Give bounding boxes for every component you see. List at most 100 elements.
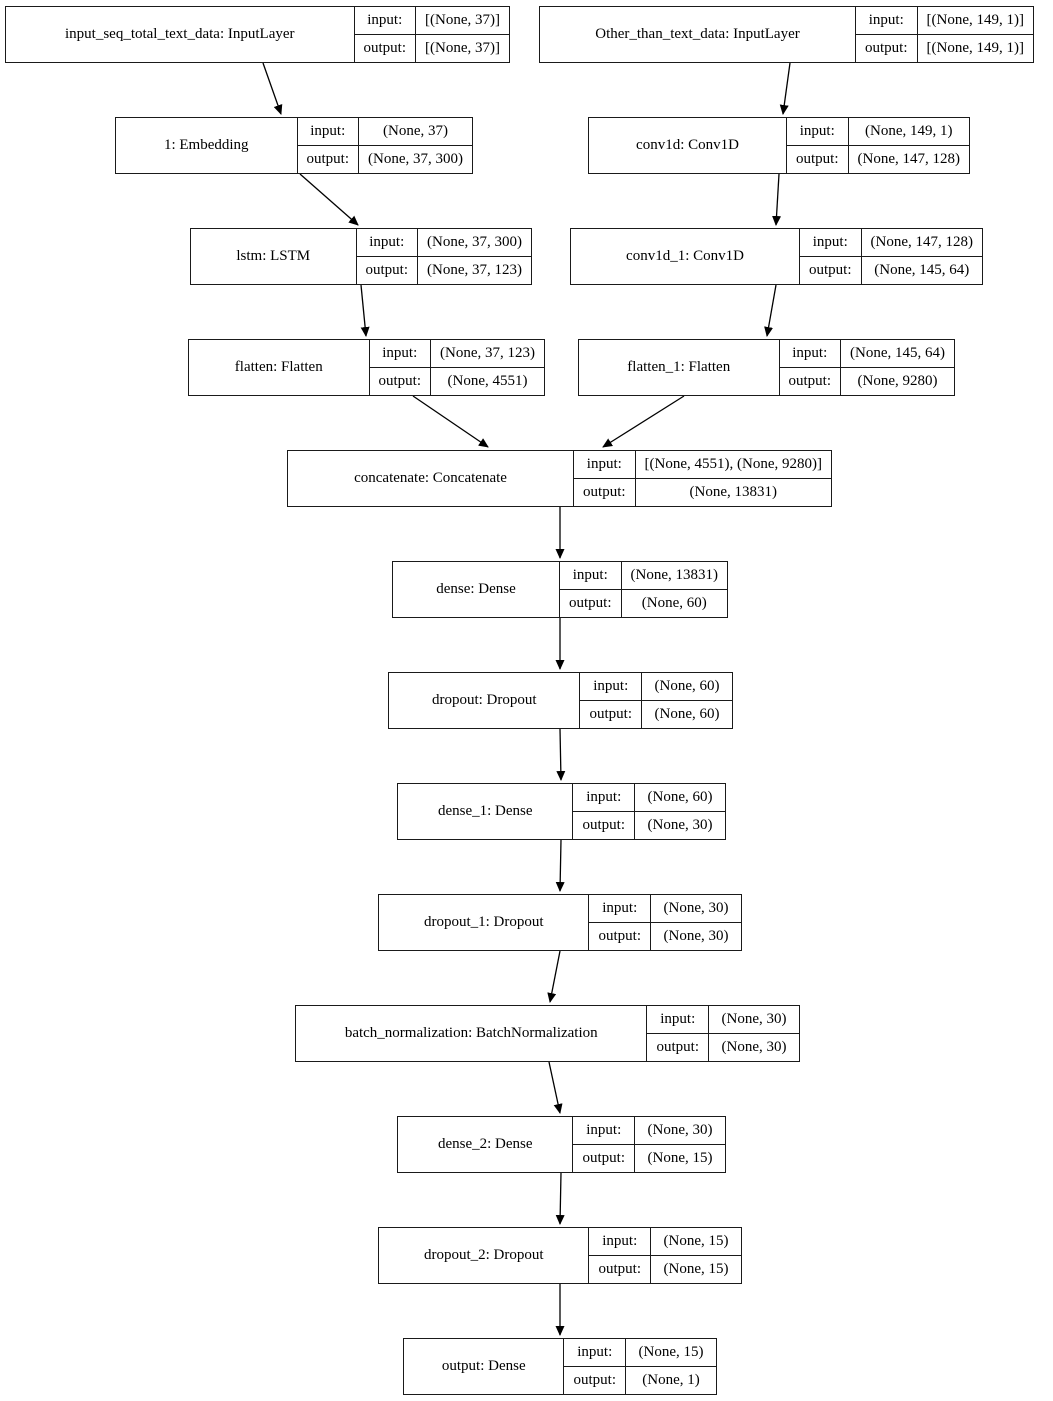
io-shape-column: (None, 15) (None, 15) — [651, 1228, 741, 1283]
input-shape: (None, 147, 128) — [861, 229, 982, 257]
edge-dense_2-to-dropout_2-arrow — [555, 1172, 565, 1225]
io-shape-column: [(None, 4551), (None, 9280)] (None, 1383… — [635, 451, 831, 506]
io-label-column: input: output: — [574, 451, 636, 506]
io-shape-column: [(None, 37)] [(None, 37)] — [416, 7, 509, 62]
output-label: output: — [583, 484, 626, 500]
io-shape-column: (None, 149, 1) (None, 147, 128) — [848, 118, 969, 173]
output-label: output: — [582, 1150, 625, 1166]
layer-label: flatten: Flatten — [189, 340, 370, 395]
input-shape: (None, 37, 300) — [418, 229, 531, 257]
layer-node-Other_than_text_data: Other_than_text_data: InputLayer input: … — [539, 6, 1034, 63]
output-label: output: — [363, 40, 407, 56]
layer-node-conv1d: conv1d: Conv1D input: output: (None, 149… — [588, 117, 970, 174]
layer-node-batch_normalization: batch_normalization: BatchNormalization … — [295, 1005, 800, 1062]
edge-batch_normalization-to-dense_2-arrow — [548, 1061, 563, 1114]
output-shape: [(None, 149, 1)] — [926, 40, 1024, 56]
io-shape-column: (None, 30) (None, 30) — [709, 1006, 799, 1061]
io-label-column: input: output: — [589, 1228, 651, 1283]
io-shape-column: (None, 37, 123) (None, 4551) — [431, 340, 544, 395]
layer-label: 1: Embedding — [116, 118, 298, 173]
layer-node-flatten_1: flatten_1: Flatten input: output: (None,… — [578, 339, 955, 396]
edge-flatten_1-to-concatenate-arrow — [602, 395, 685, 448]
input-label: input: — [800, 229, 861, 257]
input-label: input: — [856, 7, 917, 35]
edge-lstm-to-flatten-arrow — [360, 284, 370, 337]
output-shape: (None, 30) — [647, 817, 713, 833]
output-shape: (None, 1) — [642, 1372, 700, 1388]
input-label: input: — [647, 1006, 708, 1034]
output-shape: (None, 147, 128) — [857, 151, 960, 167]
layer-node-dropout_1: dropout_1: Dropout input: output: (None,… — [378, 894, 742, 951]
layer-label: conv1d: Conv1D — [589, 118, 787, 173]
io-label-column: input: output: — [573, 784, 635, 839]
input-shape: (None, 149, 1) — [848, 118, 969, 146]
input-shape: [(None, 149, 1)] — [917, 7, 1033, 35]
input-shape: (None, 60) — [635, 784, 725, 812]
io-shape-column: (None, 60) (None, 60) — [642, 673, 732, 728]
input-label: input: — [573, 784, 634, 812]
output-shape: (None, 30) — [663, 928, 729, 944]
edge-embedding-to-lstm-arrow — [299, 173, 359, 226]
layer-node-dense: dense: Dense input: output: (None, 13831… — [392, 561, 728, 618]
input-label: input: — [356, 229, 418, 257]
layer-label: flatten_1: Flatten — [579, 340, 780, 395]
io-label-column: input: output: — [856, 7, 918, 62]
layer-label: dense: Dense — [393, 562, 560, 617]
input-label: input: — [779, 340, 841, 368]
input-shape: (None, 15) — [651, 1228, 741, 1256]
output-label: output: — [796, 151, 839, 167]
io-shape-column: (None, 37, 300) (None, 37, 123) — [418, 229, 531, 284]
io-shape-column: (None, 60) (None, 30) — [635, 784, 725, 839]
io-label-column: input: output: — [589, 895, 651, 950]
layer-node-conv1d_1: conv1d_1: Conv1D input: output: (None, 1… — [570, 228, 983, 285]
input-shape: (None, 37, 123) — [431, 340, 544, 368]
output-label: output: — [569, 595, 612, 611]
layer-label: output: Dense — [404, 1339, 565, 1394]
io-shape-column: (None, 30) (None, 30) — [651, 895, 741, 950]
io-shape-column: (None, 37) (None, 37, 300) — [359, 118, 472, 173]
input-shape: (None, 30) — [651, 895, 741, 923]
layer-label: dense_2: Dense — [398, 1117, 574, 1172]
input-label: input: — [589, 895, 650, 923]
io-shape-column: [(None, 149, 1)] [(None, 149, 1)] — [917, 7, 1033, 62]
layer-node-dropout: dropout: Dropout input: output: (None, 6… — [388, 672, 733, 729]
io-label-column: input: output: — [356, 229, 419, 284]
io-shape-column: (None, 147, 128) (None, 145, 64) — [861, 229, 982, 284]
layer-node-concatenate: concatenate: Concatenate input: output: … — [287, 450, 832, 507]
layer-label: dense_1: Dense — [398, 784, 574, 839]
edge-dropout_1-to-batch_normalization-arrow — [547, 950, 561, 1003]
edge-other_than-to-conv1d-arrow — [779, 62, 791, 115]
output-label: output: — [865, 40, 908, 56]
output-label: output: — [656, 1039, 699, 1055]
output-shape: (None, 37, 123) — [427, 262, 522, 278]
output-shape: (None, 15) — [663, 1261, 729, 1277]
edge-dropout-to-dense_1-arrow — [556, 728, 566, 781]
io-label-column: input: output: — [297, 118, 360, 173]
output-label: output: — [589, 706, 632, 722]
edge-flatten-to-concatenate-arrow — [412, 395, 489, 448]
input-shape: (None, 145, 64) — [841, 340, 954, 368]
io-label-column: input: output: — [564, 1339, 626, 1394]
output-label: output: — [378, 373, 422, 389]
io-shape-column: (None, 30) (None, 15) — [635, 1117, 725, 1172]
input-label: input: — [573, 1117, 634, 1145]
io-label-column: input: output: — [573, 1117, 635, 1172]
input-label: input: — [560, 562, 621, 590]
output-shape: (None, 37, 300) — [368, 151, 463, 167]
output-label: output: — [598, 1261, 641, 1277]
io-label-column: input: output: — [787, 118, 849, 173]
output-shape: (None, 60) — [641, 595, 707, 611]
edge-dense_1-to-dropout_1-arrow — [555, 839, 565, 892]
layer-node-output: output: Dense input: output: (None, 15) … — [403, 1338, 717, 1395]
output-label: output: — [306, 151, 350, 167]
layer-label: lstm: LSTM — [191, 229, 357, 284]
output-shape: (None, 145, 64) — [874, 262, 970, 278]
layer-label: dropout: Dropout — [389, 673, 581, 728]
output-shape: (None, 30) — [721, 1039, 787, 1055]
io-label-column: input: output: — [560, 562, 622, 617]
output-label: output: — [573, 1372, 616, 1388]
layer-node-dense_1: dense_1: Dense input: output: (None, 60)… — [397, 783, 726, 840]
layer-label: Other_than_text_data: InputLayer — [540, 7, 856, 62]
